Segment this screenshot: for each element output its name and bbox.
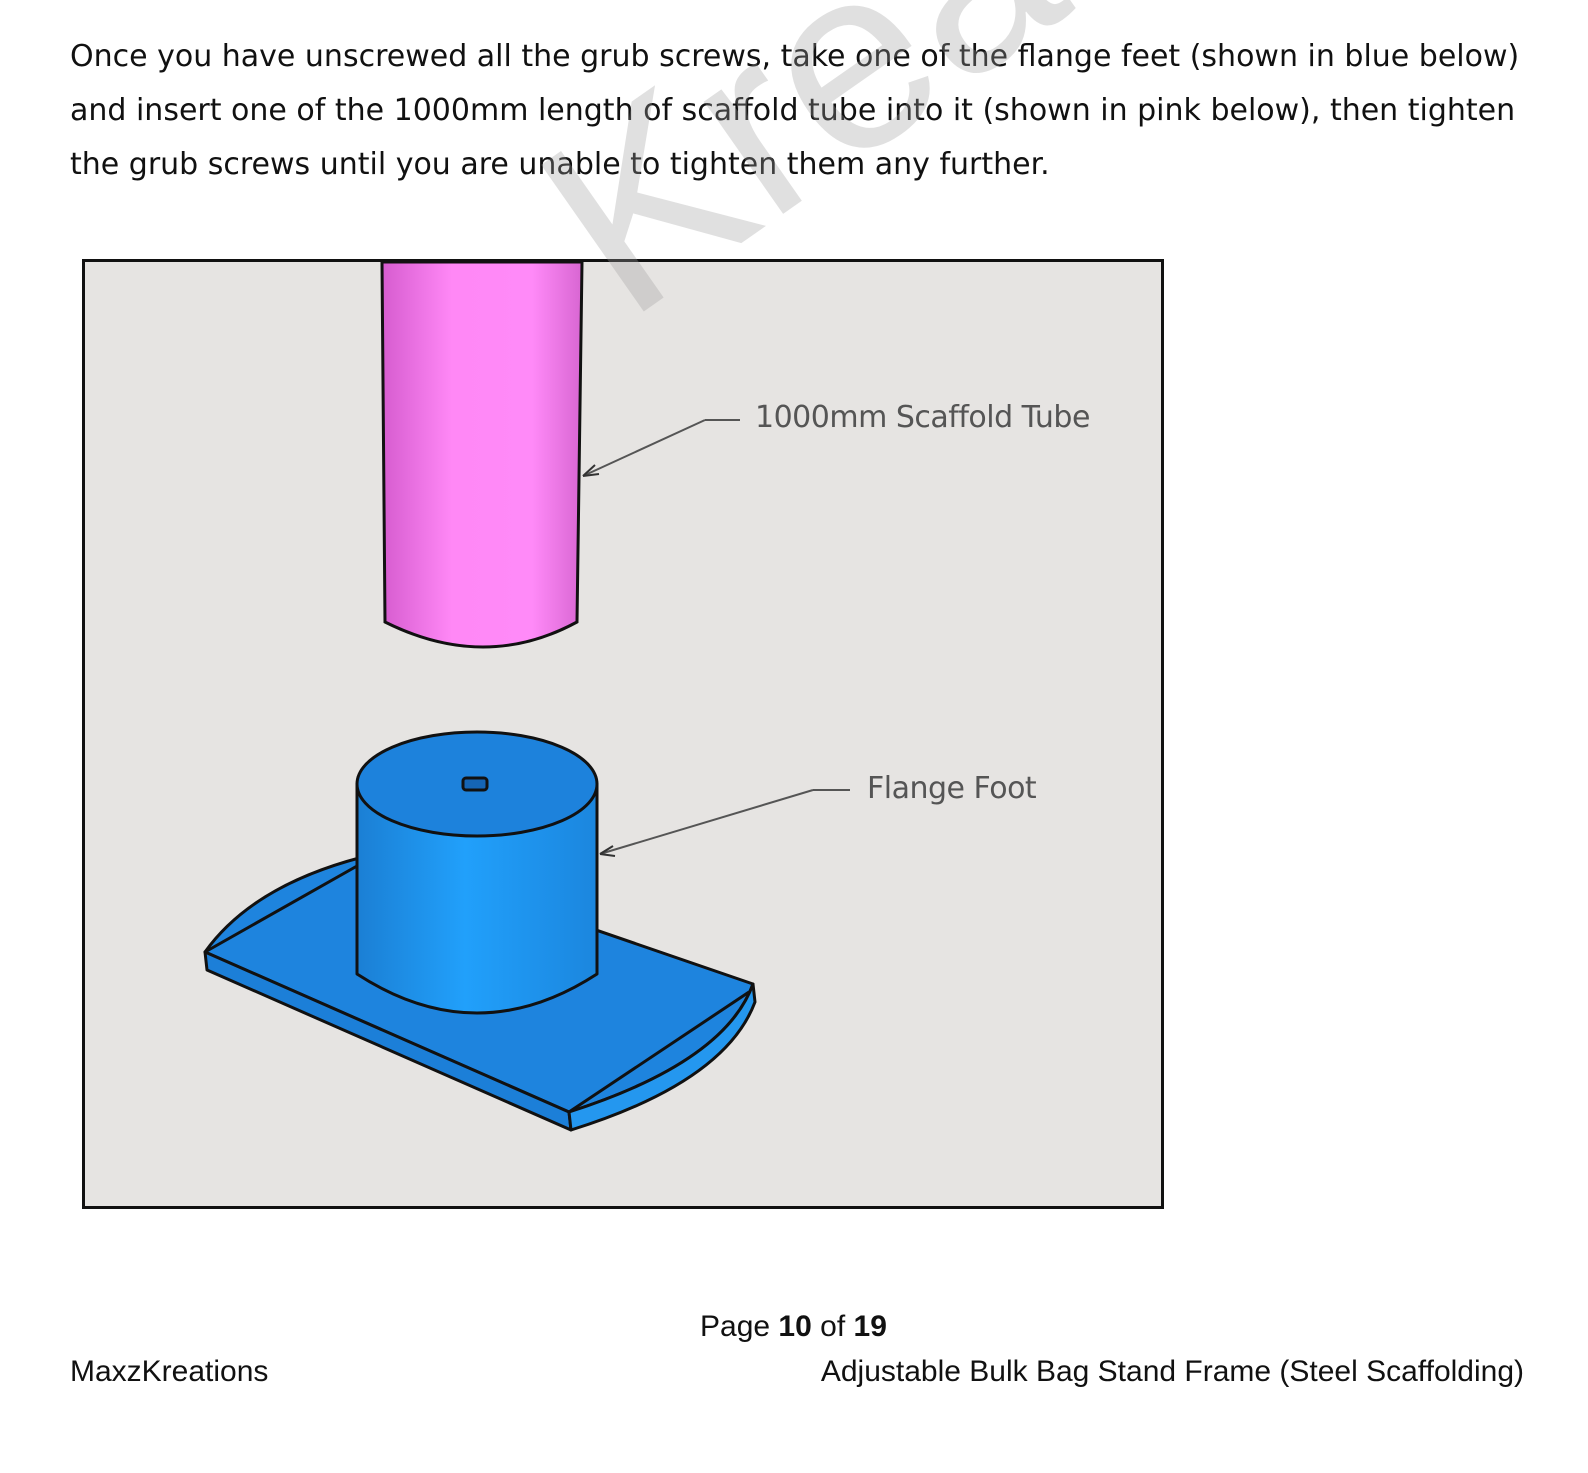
tube-label: 1000mm Scaffold Tube — [755, 400, 1090, 435]
page-of: of — [820, 1310, 846, 1343]
intro-paragraph: Once you have unscrewed all the grub scr… — [70, 39, 1520, 182]
footer-brand: MaxzKreations — [70, 1355, 269, 1388]
page-total: 19 — [853, 1310, 887, 1343]
page-current: 10 — [778, 1310, 812, 1343]
page-number: Page 10 of 19 — [700, 1310, 887, 1344]
foot-leader-line — [599, 789, 850, 857]
scaffold-tube — [380, 262, 584, 649]
tube-and-foot-drawing — [203, 262, 850, 1132]
footer-document-title: Adjustable Bulk Bag Stand Frame (Steel S… — [820, 1355, 1524, 1388]
foot-label: Flange Foot — [867, 771, 1037, 806]
assembly-illustration: 1000mm Scaffold Tube Flange Foot — [82, 259, 1164, 1209]
flange-foot — [203, 730, 757, 1132]
tube-leader-line — [582, 419, 740, 477]
page-word: Page — [700, 1310, 771, 1343]
